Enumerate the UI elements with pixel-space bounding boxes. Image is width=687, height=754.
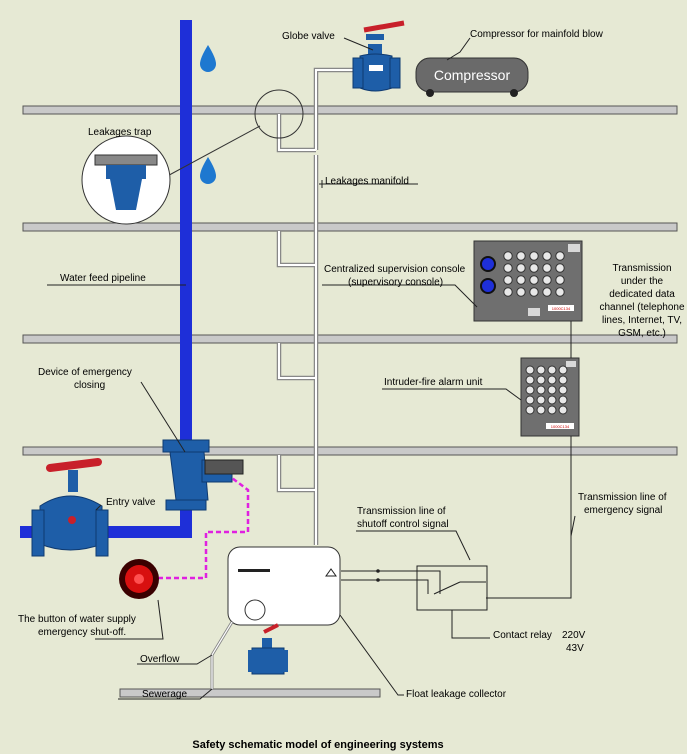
indicator-light (503, 287, 513, 297)
label-220v: 220V (562, 630, 586, 641)
label-emergency-2: emergency signal (584, 505, 662, 516)
indicator-light (555, 263, 565, 273)
label-water-feed: Water feed pipeline (60, 273, 146, 284)
label-button-2: emergency shut-off. (38, 627, 126, 638)
indicator-light (547, 405, 557, 415)
indicator-light (547, 365, 557, 375)
label-entry-valve: Entry valve (106, 497, 156, 508)
label-leakages-manifold: Leakages manifold (325, 176, 409, 187)
indicator-light (503, 263, 513, 273)
indicator-light (529, 251, 539, 261)
label-leakages-trap: Leakages trap (88, 127, 152, 138)
label-transmission-3: channel (telephone (599, 302, 685, 313)
svg-text:1000С134: 1000С134 (552, 306, 571, 311)
compressor-label: Compressor (434, 67, 511, 83)
indicator-light (525, 365, 535, 375)
indicator-light (558, 385, 568, 395)
label-shutoff-2: shutoff control signal (357, 519, 449, 530)
label-transmission-5: GSM, etc.) (618, 328, 666, 339)
entry-valve-icon (31, 458, 109, 557)
label-globe-valve: Globe valve (282, 31, 335, 42)
label-overflow: Overflow (140, 654, 180, 665)
alarm-unit: 1000С134 (520, 357, 580, 437)
floor-slab-2 (22, 222, 678, 232)
indicator-light (525, 395, 535, 405)
indicator-light (516, 275, 526, 285)
indicator-light (542, 251, 552, 261)
water-drop-icon (200, 45, 216, 72)
indicator-light (525, 385, 535, 395)
label-intruder: Intruder-fire alarm unit (384, 377, 483, 388)
indicator-light (542, 287, 552, 297)
label-contact-relay: Contact relay (493, 630, 552, 641)
svg-text:1000С134: 1000С134 (551, 424, 570, 429)
compressor-icon: Compressor (415, 57, 529, 97)
indicator-light (503, 251, 513, 261)
label-float-collector: Float leakage collector (406, 689, 507, 700)
indicator-light (536, 395, 546, 405)
indicator-light (525, 405, 535, 415)
indicator-light (558, 395, 568, 405)
label-shutoff-1: Transmission line of (357, 506, 446, 517)
contact-relay (378, 565, 490, 639)
label-console-1: Centralized supervision console (324, 264, 466, 275)
indicator-light (558, 375, 568, 385)
indicator-light (536, 365, 546, 375)
drain-valve-icon (248, 623, 288, 675)
label-console-2: (supervisory console) (348, 277, 443, 288)
indicator-light (503, 275, 513, 285)
float-leakage-collector (227, 546, 380, 626)
leakage-trap-icon (81, 89, 304, 225)
indicator-light (529, 263, 539, 273)
label-transmission-0: Transmission (612, 263, 671, 274)
label-transmission-2: dedicated data (609, 289, 675, 300)
indicator-light (516, 287, 526, 297)
indicator-light (547, 375, 557, 385)
indicator-light (542, 275, 552, 285)
indicator-light (542, 263, 552, 273)
label-emergency-1: Transmission line of (578, 492, 667, 503)
indicator-light (536, 385, 546, 395)
indicator-light (555, 287, 565, 297)
label-transmission-1: under the (621, 276, 664, 287)
floor-slab-3 (22, 334, 678, 344)
indicator-light (529, 287, 539, 297)
indicator-light (555, 275, 565, 285)
page-title: Safety schematic model of engineering sy… (192, 739, 443, 751)
shutoff-button-icon[interactable] (119, 559, 159, 599)
globe-valve-icon (352, 20, 405, 92)
sewerage-pipe (119, 688, 381, 698)
button-control-line (158, 477, 250, 580)
indicator-light (516, 263, 526, 273)
label-device-2: closing (74, 380, 105, 391)
indicator-light (525, 375, 535, 385)
indicator-light (558, 365, 568, 375)
indicator-light (558, 405, 568, 415)
label-transmission-4: lines, Internet, TV, (602, 315, 682, 326)
floor-slabs (22, 105, 678, 698)
label-sewerage: Sewerage (142, 689, 187, 700)
indicator-light (547, 395, 557, 405)
water-drop-icon (200, 157, 216, 184)
label-compressor-caption: Compressor for mainfold blow (470, 29, 604, 40)
label-device-1: Device of emergency (38, 367, 132, 378)
label-43v: 43V (566, 643, 584, 654)
label-button-1: The button of water supply (18, 614, 136, 625)
floor-slab-4 (22, 446, 678, 456)
indicator-light (516, 251, 526, 261)
indicator-light (555, 251, 565, 261)
floor-slab-1 (22, 105, 678, 115)
indicator-light (547, 385, 557, 395)
indicator-light (529, 275, 539, 285)
emergency-valve-icon (162, 439, 244, 511)
supervision-console: 1000С134 (473, 240, 583, 322)
indicator-light (536, 375, 546, 385)
indicator-light (536, 405, 546, 415)
